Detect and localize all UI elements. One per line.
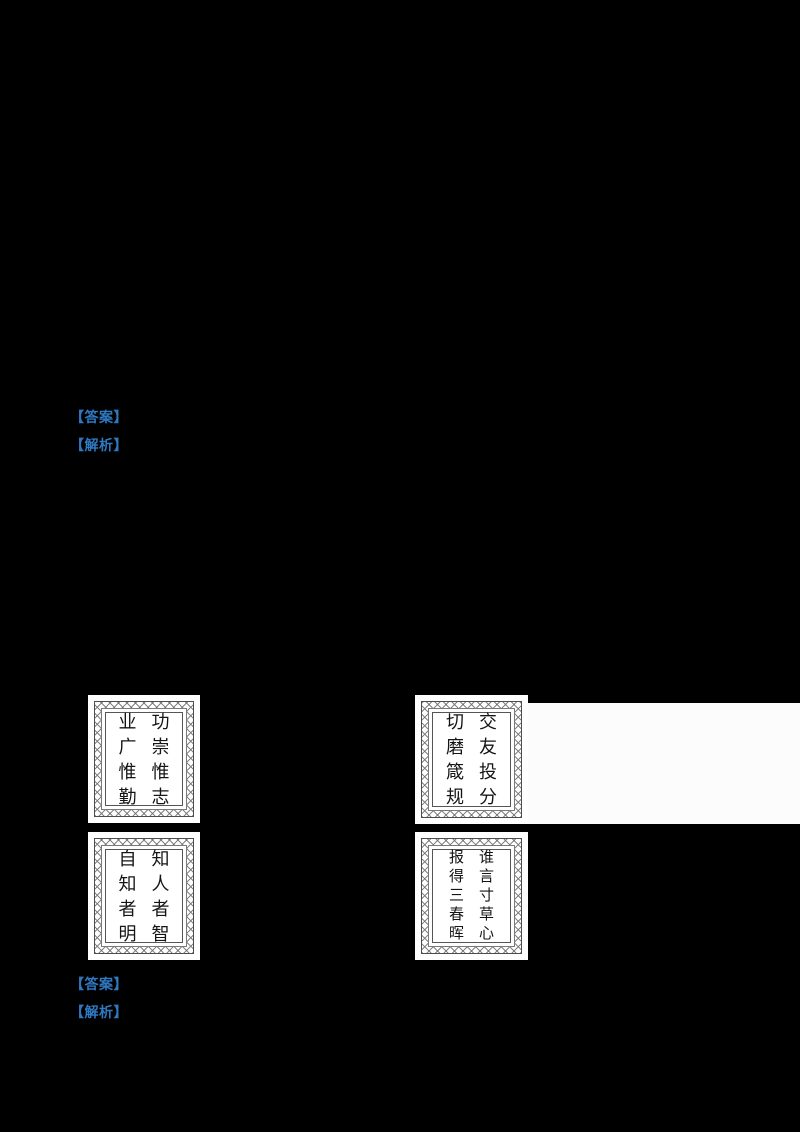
calligraphy-char: 草 xyxy=(479,906,495,923)
calligraphy-plaque-bottom-left: 知人者智自知者明 xyxy=(88,832,200,960)
calligraphy-char: 自 xyxy=(118,848,137,869)
calligraphy-char: 报 xyxy=(448,849,464,866)
calligraphy-char: 规 xyxy=(446,787,464,807)
calligraphy-char: 惟 xyxy=(151,761,170,782)
calligraphy-char: 切 xyxy=(446,712,464,732)
calligraphy-char: 言 xyxy=(479,868,495,885)
plaque-text: 功崇惟志业广惟勤 xyxy=(119,713,170,806)
plaque-frame: 知人者智自知者明 xyxy=(94,838,194,954)
calligraphy-char: 志 xyxy=(151,786,170,807)
plaque-inner: 交友投分切磨箴规 xyxy=(432,712,511,807)
plaque-inner: 谁言寸草心报得三春晖 xyxy=(432,849,511,943)
plaque-frame: 交友投分切磨箴规 xyxy=(421,701,522,818)
text-column: 报得三春晖 xyxy=(448,849,464,942)
calligraphy-char: 磨 xyxy=(446,737,464,757)
text-column: 自知者明 xyxy=(119,850,137,943)
plaque-frame: 功崇惟志业广惟勤 xyxy=(94,701,194,817)
calligraphy-char: 勤 xyxy=(118,786,137,807)
calligraphy-char: 箴 xyxy=(446,762,464,782)
calligraphy-char: 分 xyxy=(479,787,497,807)
calligraphy-char: 寸 xyxy=(479,887,495,904)
calligraphy-char: 心 xyxy=(479,925,495,942)
calligraphy-char: 投 xyxy=(479,762,497,782)
calligraphy-char: 惟 xyxy=(118,761,137,782)
answer-label-bottom: 【答案】 xyxy=(70,976,128,992)
analysis-label-bottom: 【解析】 xyxy=(70,1004,128,1020)
text-column: 业广惟勤 xyxy=(119,713,137,806)
plaque-frame: 谁言寸草心报得三春晖 xyxy=(421,838,522,954)
calligraphy-char: 者 xyxy=(151,898,170,919)
calligraphy-char: 春 xyxy=(448,906,464,923)
calligraphy-char: 崇 xyxy=(151,736,170,757)
calligraphy-char: 三 xyxy=(448,887,464,904)
plaque-text: 知人者智自知者明 xyxy=(119,850,170,943)
calligraphy-char: 者 xyxy=(118,898,137,919)
text-column: 交友投分 xyxy=(479,713,497,806)
calligraphy-plaque-bottom-right: 谁言寸草心报得三春晖 xyxy=(415,832,528,960)
calligraphy-char: 晖 xyxy=(448,925,464,942)
calligraphy-char: 智 xyxy=(151,923,170,944)
text-column: 谁言寸草心 xyxy=(479,849,495,942)
calligraphy-char: 人 xyxy=(151,873,170,894)
calligraphy-char: 明 xyxy=(118,923,137,944)
text-column: 知人者智 xyxy=(152,850,170,943)
answer-label-top: 【答案】 xyxy=(70,409,128,425)
calligraphy-char: 业 xyxy=(118,711,137,732)
calligraphy-char: 谁 xyxy=(479,849,495,866)
calligraphy-plaque-top-right: 交友投分切磨箴规 xyxy=(415,695,528,824)
analysis-label-top: 【解析】 xyxy=(70,437,128,453)
plaque-text: 谁言寸草心报得三春晖 xyxy=(448,849,495,942)
plaque-inner: 知人者智自知者明 xyxy=(105,849,183,943)
calligraphy-char: 友 xyxy=(479,737,497,757)
calligraphy-char: 知 xyxy=(118,873,137,894)
calligraphy-char: 广 xyxy=(118,736,137,757)
plaque-text: 交友投分切磨箴规 xyxy=(446,713,497,806)
text-column: 功崇惟志 xyxy=(152,713,170,806)
text-column: 切磨箴规 xyxy=(446,713,464,806)
calligraphy-char: 功 xyxy=(151,711,170,732)
calligraphy-char: 得 xyxy=(448,868,464,885)
calligraphy-char: 交 xyxy=(479,712,497,732)
plaque-inner: 功崇惟志业广惟勤 xyxy=(105,712,183,806)
calligraphy-char: 知 xyxy=(151,848,170,869)
calligraphy-plaque-top-left: 功崇惟志业广惟勤 xyxy=(88,695,200,823)
